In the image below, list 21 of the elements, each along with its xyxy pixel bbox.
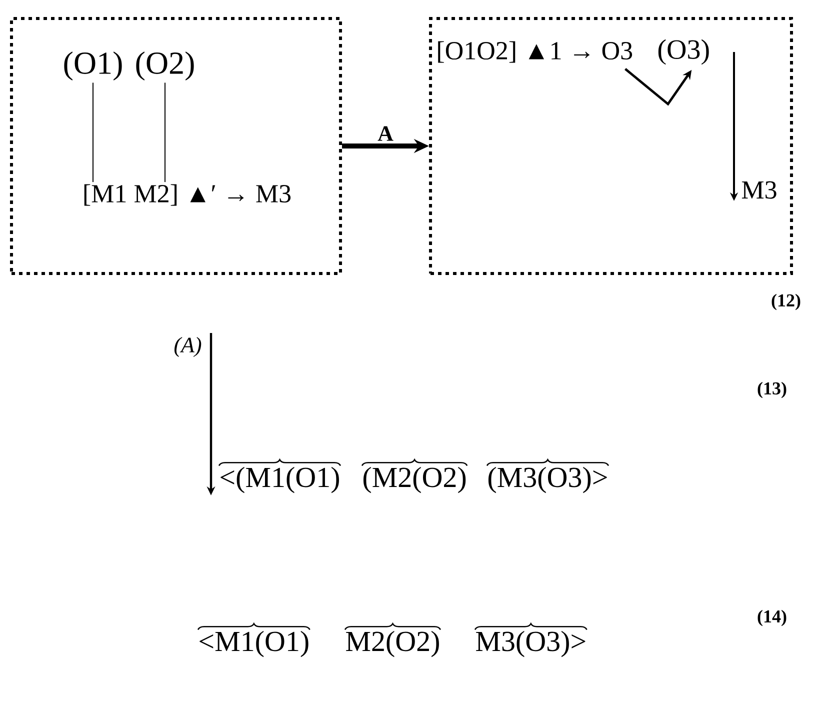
- braced-term: (M3(O3)>: [486, 459, 609, 494]
- equation-number: (13): [758, 382, 786, 398]
- braced-term: M2(O2): [344, 623, 441, 658]
- equation-number: (12): [772, 294, 800, 310]
- braced-term: <M1(O1): [197, 623, 310, 658]
- connector-line: [164, 82, 166, 183]
- dotted-box: [10, 17, 342, 275]
- braced-term: M3(O3)>: [474, 623, 588, 658]
- term-label: (O2): [136, 52, 194, 80]
- equation-number: (14): [758, 610, 786, 626]
- term-label: (O1): [64, 52, 122, 80]
- braced-term: <(M1(O1): [218, 459, 341, 494]
- dotted-box: [429, 17, 793, 275]
- edge-label: (A): [172, 336, 203, 358]
- term-label: (O3): [658, 39, 709, 65]
- connector-line: [92, 82, 94, 183]
- formula: [M1 M2] ▲′ → M3: [84, 184, 291, 206]
- formula: [O1O2] ▲1 → O3: [438, 41, 632, 63]
- braced-term: (M2(O2): [361, 459, 468, 494]
- edge-label: A: [376, 125, 394, 142]
- term-label: M3: [742, 181, 776, 199]
